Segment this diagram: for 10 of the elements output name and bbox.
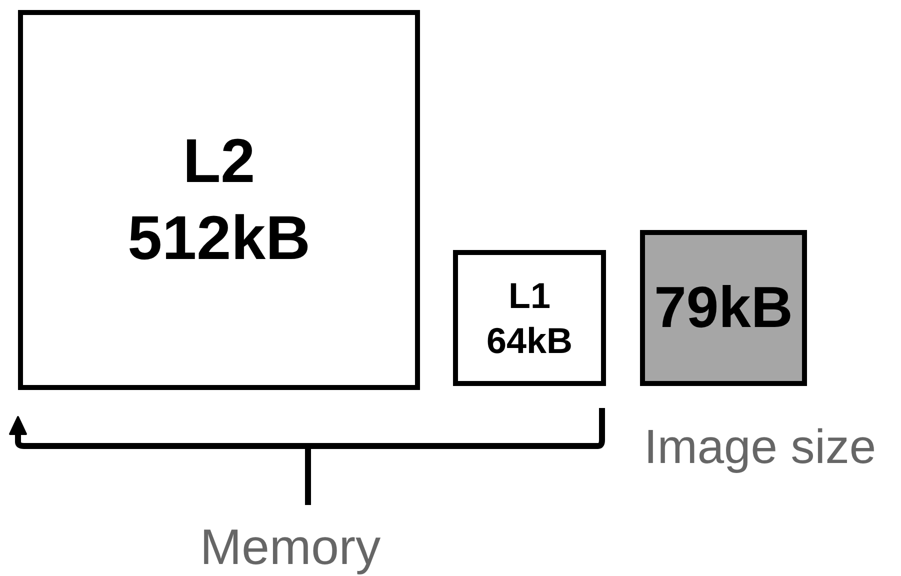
memory-box [640, 230, 807, 386]
box-label: L2 [182, 126, 256, 198]
box-label: 64kB [486, 319, 573, 363]
bracket-label: Memory [200, 522, 381, 572]
box-label: 512kB [128, 203, 310, 275]
node-label: Image size [644, 424, 876, 472]
memory-box [453, 250, 606, 386]
box-label: 79kB [654, 274, 793, 342]
memory-box [18, 10, 420, 390]
box-label: L1 [508, 274, 550, 318]
